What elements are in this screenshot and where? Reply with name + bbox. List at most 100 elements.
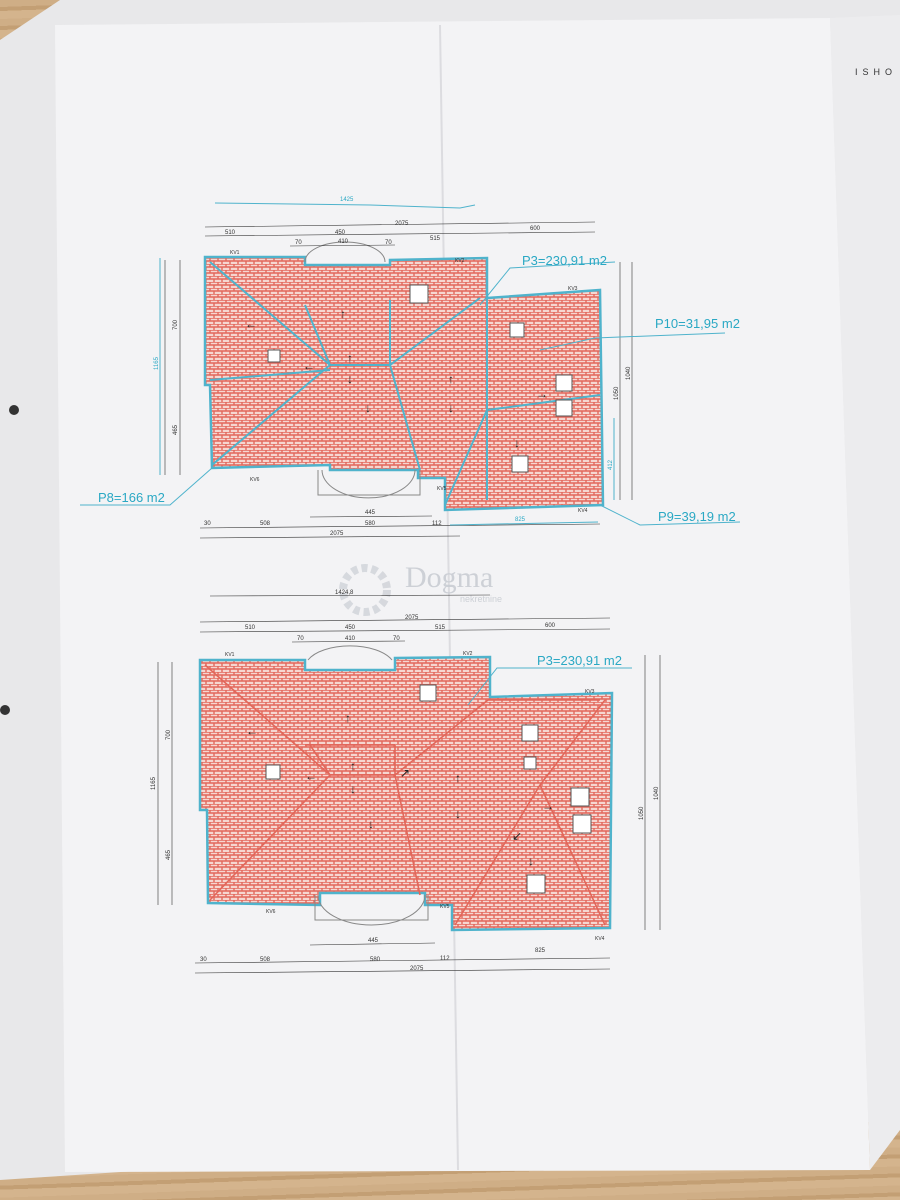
chimney — [526, 874, 546, 894]
chimney — [570, 787, 590, 807]
chimney — [555, 374, 573, 392]
slope-arrow-icon: ← — [305, 769, 317, 783]
dim-label: 445 — [368, 938, 379, 944]
chimney — [511, 455, 529, 473]
dim-label: 2075 — [395, 221, 409, 227]
area-leader — [467, 667, 632, 706]
dim-label: 2075 — [330, 531, 344, 537]
slope-arrow-icon: ↓ — [350, 782, 356, 796]
slope-arrow-icon: ↓ — [347, 372, 353, 386]
binder-ring — [0, 705, 10, 715]
vent — [267, 349, 281, 363]
dim-label: 70 — [295, 240, 302, 246]
slope-arrow-icon: ↙ — [512, 829, 522, 843]
kv-label: KV4 — [578, 508, 588, 514]
dim-label: 1040 — [626, 366, 632, 380]
dim-label: 700 — [166, 729, 172, 740]
dim-label: 600 — [530, 226, 541, 232]
slope-arrows: ↑ ↑ ↓ ↓ ↑ ↓ ← ← ↗ → ↙ ↓ — [246, 711, 554, 868]
dim-label: 825 — [515, 517, 526, 523]
roof-plan-top: ↑ ↑ ↓ ↓ ↑ ↓ ← ← → ↓ 1425 2075 510 450 51… — [80, 197, 741, 539]
watermark-brand: Dogma — [405, 561, 493, 594]
kv-label: KV2 — [455, 258, 465, 264]
watermark-logo: Dogma nekretnine — [339, 561, 502, 616]
kv-label: KV3 — [568, 286, 578, 292]
paper-fold — [439, 24, 459, 1171]
slope-arrow-icon: ↑ — [455, 771, 461, 785]
kv-label: KV6 — [250, 477, 260, 483]
slope-arrow-icon: ↑ — [340, 307, 346, 321]
dim-label: 600 — [545, 623, 556, 629]
paper-right-sheet — [830, 15, 900, 1170]
area-label-p3: P3=230,91 m2 — [537, 653, 622, 668]
dim-label: 700 — [173, 319, 179, 330]
area-label-p9: P9=39,19 m2 — [658, 509, 736, 524]
dim-label: 1050 — [639, 806, 645, 820]
chimney — [409, 284, 429, 304]
slope-arrow-icon: ↓ — [514, 436, 520, 450]
dim-label: 515 — [430, 236, 441, 242]
kv-label: KV2 — [463, 651, 473, 657]
dim-label: 30 — [200, 957, 207, 963]
slope-arrow-icon: ↑ — [350, 759, 356, 773]
slope-arrow-icon: ← — [303, 359, 315, 373]
kv-label: KV6 — [266, 909, 276, 915]
area-leaders — [80, 261, 741, 526]
sheet-title-fragment: ISHO — [855, 67, 897, 77]
dim-label: 515 — [435, 625, 446, 631]
dim-label: 1424,8 — [335, 590, 354, 596]
slope-arrows: ↑ ↑ ↓ ↓ ↑ ↓ ← ← → ↓ — [245, 307, 548, 450]
slope-arrow-icon: ↑ — [448, 372, 454, 386]
balcony-arc — [307, 645, 393, 661]
dim-label: 450 — [345, 625, 356, 631]
kv-label: KV5 — [437, 486, 447, 492]
area-label-p8: P8=166 m2 — [98, 490, 165, 505]
slope-arrow-icon: ↓ — [365, 401, 371, 415]
dim-label: 410 — [338, 239, 349, 245]
dim-label: 30 — [204, 521, 211, 527]
slope-arrow-icon: ↓ — [455, 807, 461, 821]
dim-label: 508 — [260, 957, 271, 963]
chimney — [555, 399, 573, 417]
dim-label: 112 — [432, 521, 442, 527]
dim-label: 70 — [385, 240, 392, 246]
vent — [523, 756, 537, 770]
area-label-p10: P10=31,95 m2 — [655, 316, 740, 331]
dim-label: 112 — [440, 956, 450, 962]
dim-label: 510 — [245, 625, 256, 631]
slope-arrow-icon: → — [542, 799, 554, 813]
vent — [265, 764, 281, 780]
dimension-line-825 — [449, 521, 599, 526]
dim-label: 510 — [225, 230, 236, 236]
roof-plan-bottom: ↑ ↑ ↓ ↓ ↑ ↓ ← ← ↗ → ↙ ↓ 1424,8 2075 510 … — [151, 590, 661, 974]
dim-label: 70 — [393, 636, 400, 642]
dim-label: 445 — [365, 510, 376, 516]
slope-arrow-icon: ↑ — [345, 711, 351, 725]
dim-label: 1425 — [340, 197, 354, 203]
balcony-arc — [304, 241, 386, 263]
dim-label: 450 — [335, 230, 346, 236]
dimension-line-overall — [214, 202, 476, 209]
slope-arrow-icon: ← — [246, 724, 258, 738]
slope-arrow-icon: ↗ — [400, 766, 410, 780]
dim-label: 825 — [535, 948, 546, 954]
kv-label: KV3 — [585, 689, 595, 695]
chimney — [521, 724, 539, 742]
balcony-arc — [317, 469, 421, 499]
dim-label: 70 — [297, 636, 304, 642]
chimney — [572, 814, 592, 834]
dim-label: 465 — [173, 424, 179, 435]
roof-outline — [198, 655, 614, 932]
chimney — [419, 684, 437, 702]
roof-ridges — [204, 664, 606, 926]
slope-arrow-icon: → — [536, 387, 548, 401]
slope-arrow-icon: ↓ — [448, 401, 454, 415]
dimension-lines — [157, 594, 661, 974]
binder-ring — [9, 405, 19, 415]
dim-label: 508 — [260, 521, 271, 527]
dim-label: 410 — [345, 636, 356, 642]
dim-label: 580 — [370, 957, 381, 963]
dimension-lines — [164, 221, 633, 539]
slope-arrow-icon: ← — [245, 317, 257, 331]
